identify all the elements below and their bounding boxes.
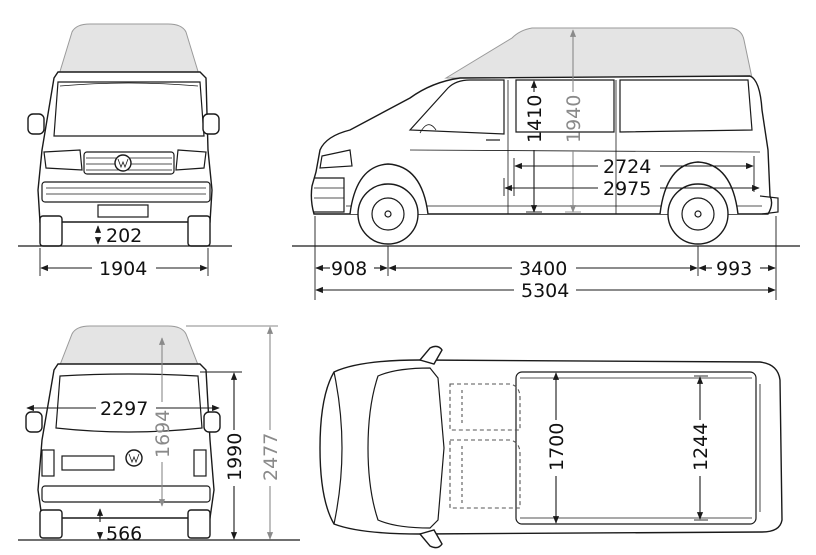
- rear-high-roof: [57, 325, 201, 371]
- label-overall-height: 2477: [260, 433, 282, 481]
- label-interior-height: 1940: [563, 95, 585, 143]
- label-rear-opening-height: 1694: [152, 410, 174, 458]
- dim-cargo-width: 1700: [546, 372, 568, 524]
- dim-body-height: 1990: [200, 371, 246, 540]
- label-wheel-arch-width: 1244: [690, 423, 712, 471]
- label-ground-clearance: 202: [106, 225, 142, 247]
- label-rear-step-height: 566: [106, 523, 142, 545]
- dim-width-mirrors: 2297: [26, 398, 220, 420]
- front-bumper: [41, 181, 211, 203]
- top-right-mirror: [418, 529, 443, 549]
- front-left-mirror: [27, 113, 45, 135]
- front-grille: [83, 151, 175, 175]
- top-passenger-seat: [449, 439, 521, 509]
- dim-front-track: 1904: [39, 248, 209, 280]
- rear-bumper: [41, 485, 211, 503]
- front-high-roof: [57, 23, 201, 79]
- label-rear-overhang: 993: [716, 258, 752, 280]
- dim-cargo-length-total: 2975: [503, 178, 760, 200]
- side-rear-bumper: [759, 195, 779, 215]
- dim-front-overhang: 908: [315, 258, 388, 280]
- rear-left-mirror: [25, 411, 43, 433]
- dim-wheelbase: 3400: [388, 258, 698, 280]
- label-cargo-length-floor: 2724: [603, 156, 651, 178]
- top-hood: [333, 371, 343, 525]
- dim-rear-opening-height: 1694: [152, 337, 174, 507]
- label-front-track: 1904: [99, 258, 147, 280]
- label-front-overhang: 908: [331, 258, 367, 280]
- side-view: [310, 27, 779, 245]
- top-windshield: [367, 367, 445, 529]
- rear-right-mirror: [203, 411, 221, 433]
- side-rear-wheel: [667, 183, 729, 245]
- front-view: [27, 23, 220, 247]
- front-right-tire: [187, 215, 211, 247]
- side-rear-quarter-window: [619, 79, 753, 133]
- top-view: [319, 345, 783, 549]
- dim-wheel-arch-width: 1244: [690, 375, 712, 521]
- label-cargo-length-total: 2975: [603, 178, 651, 200]
- front-windshield: [53, 81, 205, 137]
- dim-interior-height: 1940: [563, 29, 585, 213]
- rear-view: [25, 325, 221, 539]
- dim-cargo-height: 1410: [524, 80, 546, 213]
- side-front-bumper: [314, 177, 345, 213]
- side-rear-window: [515, 79, 615, 133]
- label-overall-length: 5304: [521, 280, 569, 302]
- label-cargo-width: 1700: [546, 423, 568, 471]
- front-license-plate: [97, 204, 149, 218]
- dim-rear-step-height: 566: [96, 508, 142, 545]
- rear-right-tire: [187, 509, 211, 539]
- rear-license-plate: [61, 455, 115, 471]
- side-headlight: [319, 149, 353, 169]
- rear-left-taillight: [41, 449, 55, 477]
- rear-left-tire: [39, 509, 63, 539]
- label-body-height: 1990: [224, 433, 246, 481]
- rear-right-taillight: [193, 449, 207, 477]
- label-cargo-height: 1410: [524, 95, 546, 143]
- top-roof-panel: [515, 371, 757, 525]
- dim-ground-clearance: 202: [94, 225, 142, 247]
- front-left-headlight: [43, 149, 83, 171]
- top-driver-seat: [449, 383, 521, 431]
- label-width-mirrors: 2297: [100, 398, 148, 420]
- side-front-wheel: [357, 183, 419, 245]
- side-high-roof: [444, 27, 753, 79]
- top-left-mirror: [418, 345, 443, 365]
- dim-rear-overhang: 993: [698, 258, 776, 280]
- label-wheelbase: 3400: [519, 258, 567, 280]
- dim-overall-length: 5304: [315, 280, 776, 302]
- front-right-mirror: [202, 113, 220, 135]
- rear-window: [55, 373, 203, 433]
- dim-overall-height: 2477: [186, 325, 282, 540]
- dim-cargo-length-floor: 2724: [513, 156, 755, 196]
- front-right-headlight: [175, 149, 207, 171]
- front-left-tire: [39, 215, 63, 247]
- side-cab-window: [408, 79, 505, 135]
